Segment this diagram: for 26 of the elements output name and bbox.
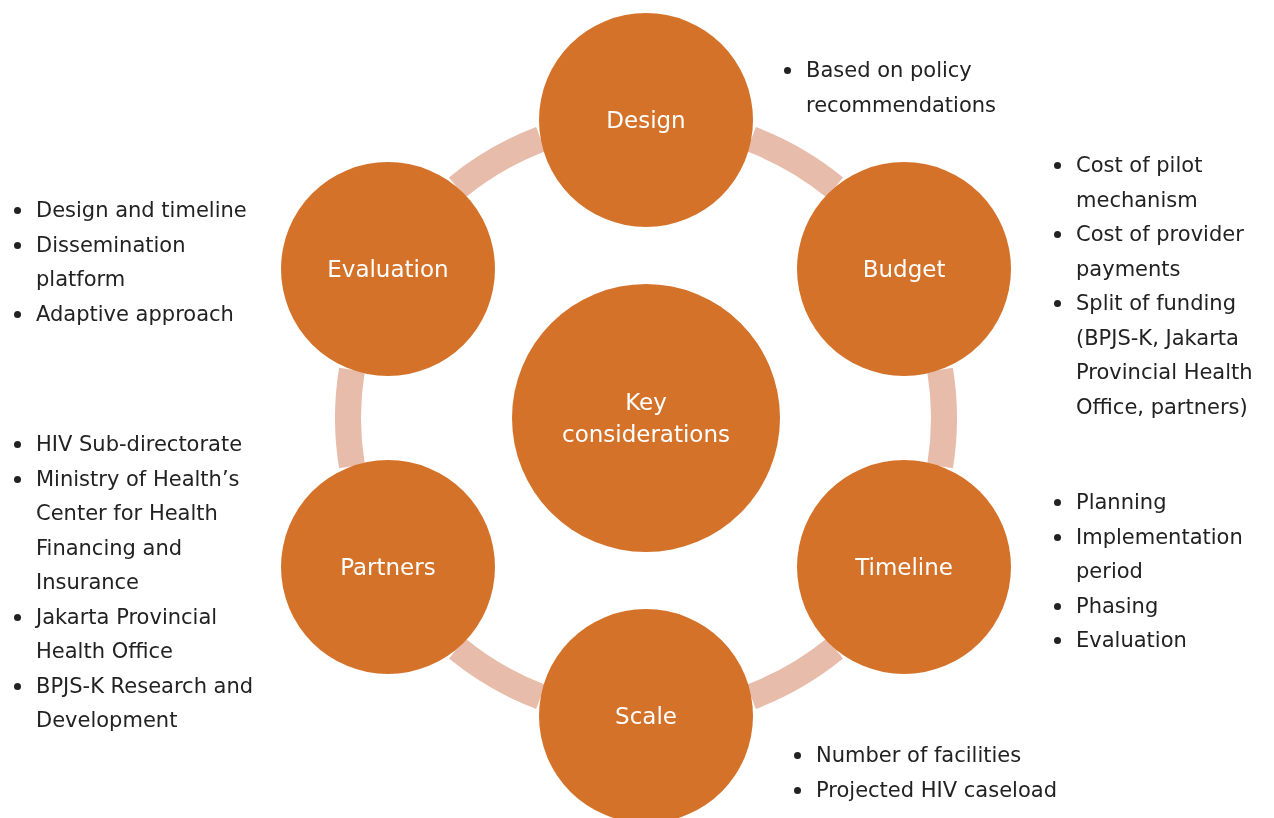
bullet-item: BPJS-K Research and Development	[36, 673, 254, 732]
node-label: Timeline	[855, 553, 953, 582]
connector-arc	[927, 368, 957, 468]
bullet-item: Cost of provider payments	[1076, 222, 1244, 281]
bullet-item: HIV Sub-directorate	[36, 432, 243, 456]
bullet-item: Phasing	[1076, 593, 1159, 618]
bullet-item: Ministry of Health’s Center for Health Financing and Insurance	[36, 466, 240, 594]
node-label: Budget	[862, 255, 946, 284]
bullet-item: Based on policy recommendations	[806, 58, 996, 117]
bullet-item: Design and timeline	[36, 198, 247, 222]
node-label: Key considerations	[561, 388, 731, 449]
bullet-item: Split of funding (BPJS-K, Jakarta Provincial Health Office, partners)	[1076, 291, 1253, 419]
node-label: Design	[606, 106, 686, 135]
node-label: Partners	[340, 553, 436, 582]
node-label: Scale	[615, 702, 677, 731]
bullet-item: Planning	[1076, 490, 1167, 514]
bullet-item: Evaluation	[1076, 628, 1187, 652]
bullet-item: Jakarta Provincial Health Office	[36, 604, 218, 663]
bullet-item: Implementation period	[1076, 524, 1243, 583]
bullet-item: Number of facilities	[816, 743, 1022, 767]
bullet-item: Cost of pilot mechanism	[1076, 153, 1203, 212]
connector-arc	[335, 368, 365, 468]
bullet-item: Projected HIV caseload	[816, 777, 1057, 802]
node-label: Evaluation	[327, 255, 449, 284]
bullet-item: Adaptive approach	[36, 301, 234, 326]
bullet-item: Dissemination platform	[36, 232, 186, 291]
